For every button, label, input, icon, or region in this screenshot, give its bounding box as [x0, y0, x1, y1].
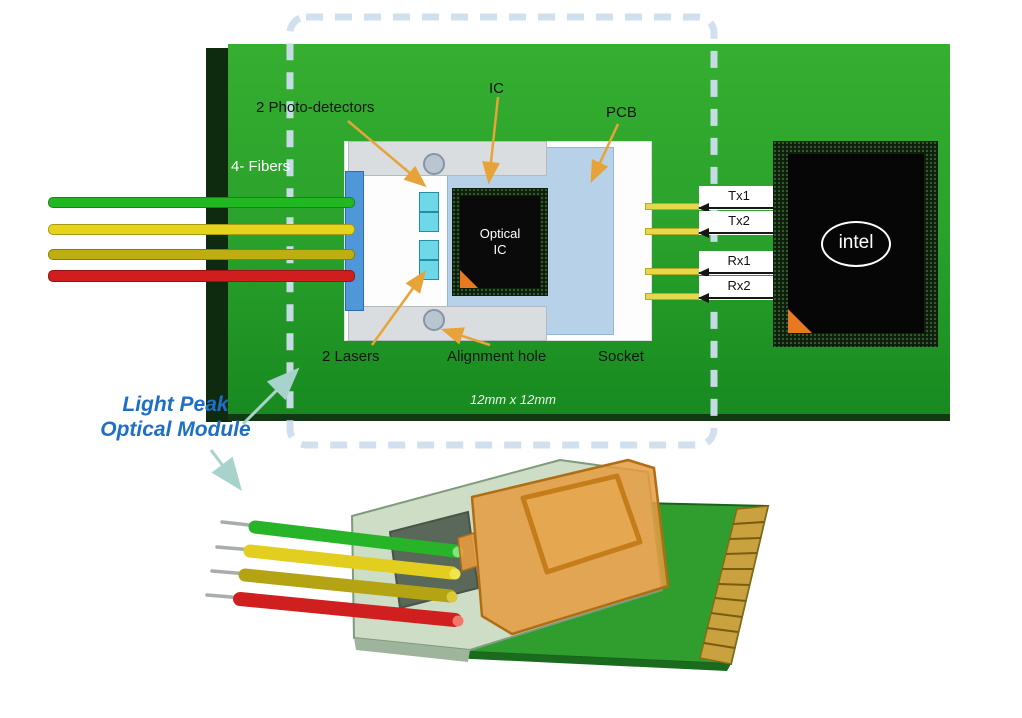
- controller-chip: intel: [773, 141, 938, 347]
- socket-label: Socket: [598, 348, 644, 365]
- optical-ic-text-line1: Optical: [479, 226, 521, 241]
- left-arrowhead-icon: [698, 228, 709, 238]
- alignment-hole-bottom: [423, 309, 445, 331]
- module-top-bar: [348, 141, 547, 176]
- signal-wire: [645, 293, 705, 300]
- signal-label: Tx1: [728, 188, 750, 203]
- render-fiber-ends: [446, 546, 464, 627]
- fibers-label: 4- Fibers: [231, 158, 291, 175]
- render-gold-stripes: [703, 521, 765, 649]
- render-pcb: [423, 496, 770, 666]
- render-fiber-red: [233, 592, 462, 627]
- signal-line: [698, 228, 779, 238]
- module-3d-render: [205, 458, 770, 671]
- render-fiber-tips: [205, 520, 260, 600]
- intel-logo: intel: [821, 220, 891, 267]
- ic-label: IC: [489, 80, 504, 97]
- left-arrowhead-icon: [698, 268, 709, 278]
- board-left-edge: [206, 48, 232, 422]
- signal-label: Tx2: [728, 213, 750, 228]
- pin1-notch-icon: [460, 270, 478, 288]
- signal-row-rx1: Rx1: [645, 251, 779, 278]
- controller-die: intel: [788, 154, 924, 333]
- caption-line2: Optical Module: [100, 418, 251, 441]
- optical-ic-text-line2: IC: [493, 242, 507, 257]
- alignment-hole-top: [423, 153, 445, 175]
- signal-line: [698, 268, 779, 278]
- fiber-red: [48, 270, 355, 282]
- render-fiber-yellow: [243, 544, 459, 580]
- photo-detector-2: [419, 212, 439, 232]
- module-bottom-bar: [348, 306, 547, 341]
- render-fiber-green: [248, 520, 462, 558]
- signal-line: [698, 203, 779, 213]
- caption-line1: Light Peak: [122, 393, 229, 416]
- left-arrowhead-icon: [698, 203, 709, 213]
- fiber-olive: [48, 249, 355, 260]
- caption-arrow-to-render: [209, 449, 242, 491]
- laser-1: [419, 240, 439, 260]
- signal-line: [698, 293, 779, 303]
- render-cover-tab: [457, 532, 479, 572]
- pin1-notch-icon: [788, 309, 812, 333]
- render-body-side: [354, 638, 470, 662]
- dimensions-label: 12mm x 12mm: [470, 392, 556, 407]
- render-fibers: [233, 520, 462, 627]
- signal-box: Rx2: [698, 276, 779, 303]
- photo-detector-1: [419, 192, 439, 212]
- optical-ic-chip: Optical IC: [452, 188, 548, 296]
- signal-wire: [645, 203, 705, 210]
- render-orange-cover: [470, 458, 670, 636]
- render-fiber-cavity: [388, 510, 480, 610]
- signal-row-tx1: Tx1: [645, 186, 779, 213]
- fiber-green: [48, 197, 355, 208]
- signal-wire: [645, 228, 705, 235]
- fiber-coupler-strip: [345, 171, 364, 311]
- lasers-label: 2 Lasers: [322, 348, 380, 365]
- laser-2: [419, 260, 439, 280]
- left-arrowhead-icon: [698, 293, 709, 303]
- signal-box: Tx1: [698, 186, 779, 213]
- signal-label: Rx2: [727, 278, 751, 293]
- pcb-label: PCB: [606, 104, 637, 121]
- signal-wire: [645, 268, 705, 275]
- module-caption: Light Peak Optical Module: [58, 392, 293, 442]
- render-gold-fingers: [699, 505, 769, 665]
- alignment-hole-label: Alignment hole: [447, 348, 547, 365]
- signal-row-tx2: Tx2: [645, 211, 779, 238]
- render-fiber-olive: [238, 568, 457, 603]
- render-cover-ridge: [520, 473, 643, 575]
- intel-logo-text: intel: [838, 231, 874, 253]
- fiber-yellow: [48, 224, 355, 235]
- photodetectors-label: 2 Photo-detectors: [256, 99, 375, 116]
- signal-box: Rx1: [698, 251, 779, 278]
- optical-ic-die: Optical IC: [460, 196, 540, 288]
- signal-label: Rx1: [727, 253, 751, 268]
- signal-box: Tx2: [698, 211, 779, 238]
- signal-row-rx2: Rx2: [645, 276, 779, 303]
- render-pcb-side: [428, 650, 731, 671]
- render-connector-body: [351, 459, 663, 651]
